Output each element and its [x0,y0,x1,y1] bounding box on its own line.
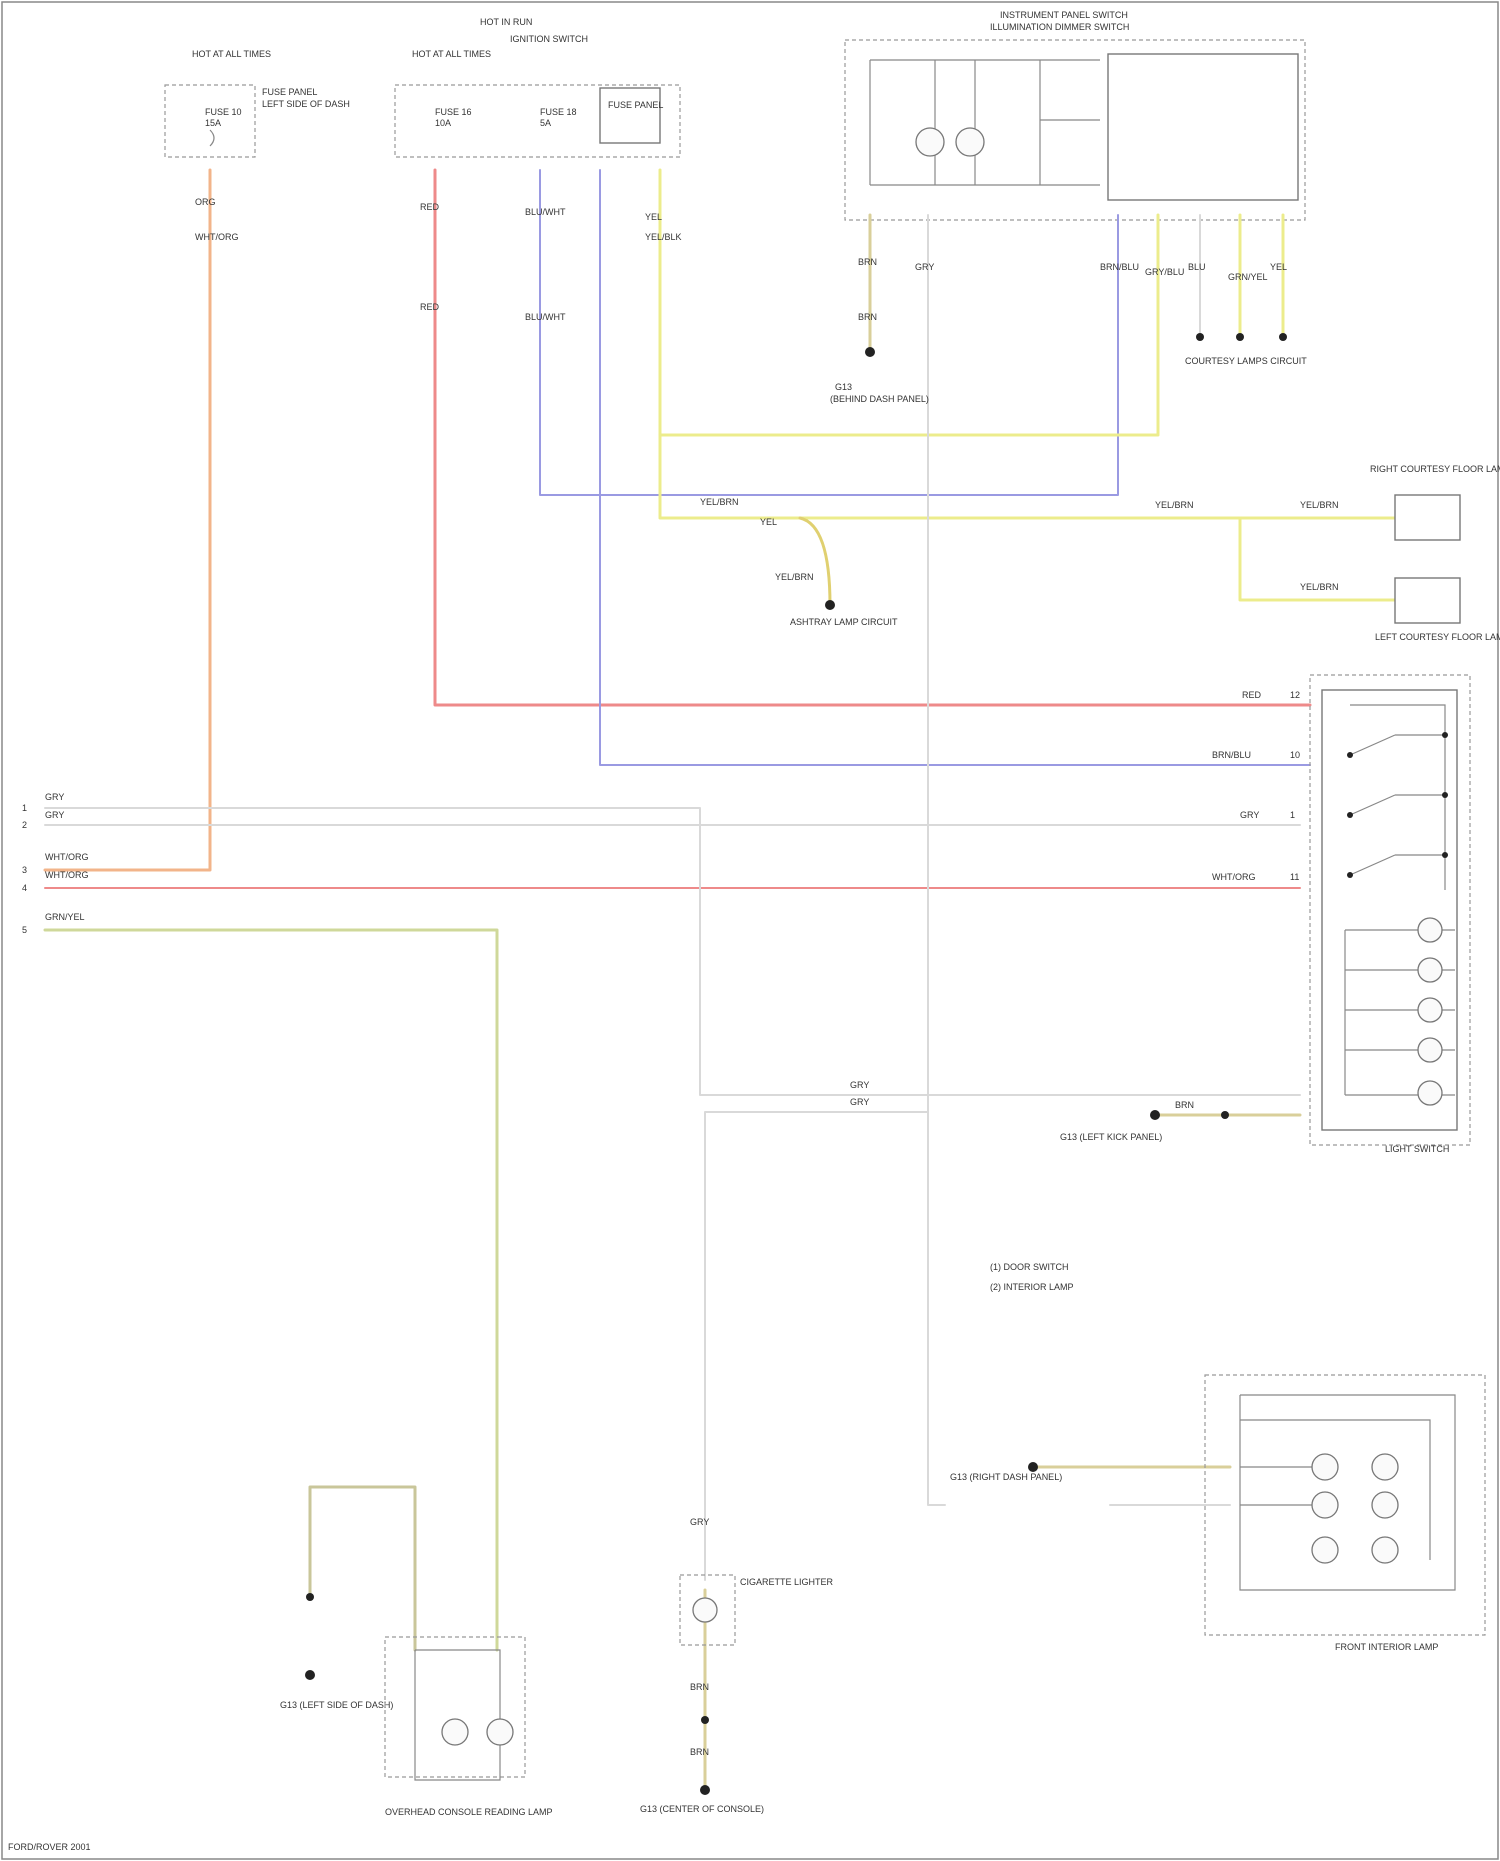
fuse-box-1-title: HOT AT ALL TIMES [192,49,271,59]
left-pin-4: 4 [22,883,27,893]
wire-label-bottom-brn: BRN [1175,1100,1194,1110]
wire-label-blue-top: BLU/WHT [525,207,566,217]
left-pin-4-label: WHT/ORG [45,870,89,880]
switch-wire-red: RED [1242,690,1262,700]
switch-pin-1: 12 [1290,690,1300,700]
left-pin-1-label: GRY [45,792,64,802]
left-pin-2: 2 [22,820,27,830]
switch-lamp-1 [1418,918,1442,942]
wire-label-yel-drop: YEL/BRN [775,572,814,582]
cig-wire-top: GRY [690,1517,709,1527]
wire-label-yellow-h1: YEL/BRN [700,497,739,507]
interior-lamp-4 [1372,1492,1398,1518]
wire-label-dimmer-2: BLU [1188,262,1206,272]
overhead-lamp-bulb-1 [442,1719,468,1745]
legend-item-2: (2) INTERIOR LAMP [990,1282,1074,1292]
cig-wire-2: BRN [690,1747,709,1757]
front-interior-lamp-label: FRONT INTERIOR LAMP [1335,1642,1438,1652]
footer-label: FORD/ROVER 2001 [8,1842,91,1852]
ground-2-label: G13 (LEFT KICK PANEL) [1060,1132,1162,1142]
wire-label-orange-top: ORG [195,197,216,207]
wire-label-yellow-top: YEL [645,212,662,222]
fuse-panel-note: FUSE PANEL [608,100,663,110]
overhead-lamp-label: OVERHEAD CONSOLE READING LAMP [385,1807,553,1817]
right-footwell-lamp-label: RIGHT COURTESY FLOOR LAMP [1370,464,1500,474]
switch-lamp-2 [1418,958,1442,982]
switch-wire-gry: GRY [1240,810,1259,820]
wire-label-blue-mid: BRN/BLU [1100,262,1139,272]
cig-wire-1: BRN [690,1682,709,1692]
wire-label-dimmer-3: GRN/YEL [1228,272,1268,282]
wire-label-yellow-h4: YEL/BRN [1300,500,1339,510]
courtesy-circuit-label: COURTESY LAMPS CIRCUIT [1185,356,1307,366]
fuse-1-label: FUSE 10 [205,107,242,117]
wire-label-yellow-vertical: YEL/BLK [645,232,682,242]
switch-pin-3: 1 [1290,810,1295,820]
left-footwell-lamp-label: LEFT COURTESY FLOOR LAMP [1375,632,1500,642]
ground-3-label: G13 (RIGHT DASH PANEL) [950,1472,1062,1482]
fuse-1-amp: 15A [205,118,221,128]
wire-label-blue-vertical: BLU/WHT [525,312,566,322]
switch-pin-4: 11 [1290,872,1299,882]
wire-label-dimmer-4: YEL [1270,262,1287,272]
instrument-lamp-2 [956,128,984,156]
interior-lamp-6 [1372,1537,1398,1563]
wire-label-yellow-h5: YEL/BRN [1300,582,1339,592]
left-pin-5-label: GRN/YEL [45,912,85,922]
switch-pin-2: 10 [1290,750,1300,760]
ashtray-label: ASHTRAY LAMP CIRCUIT [790,617,898,627]
switch-lamp-5 [1418,1081,1442,1105]
wire-label-gray-top: GRY [915,262,934,272]
fuse-2-label: FUSE 16 [435,107,472,117]
switch-lamp-3 [1418,998,1442,1022]
ignition-switch-label: IGNITION SWITCH [510,34,588,44]
interior-lamp-1 [1312,1454,1338,1480]
light-switch-label: LIGHT SWITCH [1385,1144,1449,1154]
left-pin-2-label: GRY [45,810,64,820]
left-pin-3-label: WHT/ORG [45,852,89,862]
fuse-2-amp: 10A [435,118,451,128]
ground-6-label: G13 (CENTER OF CONSOLE) [640,1804,764,1814]
hot-in-run-label: HOT IN RUN [480,17,532,27]
instrument-switch-label: INSTRUMENT PANEL SWITCH [1000,10,1128,20]
wire-label-yellow-h3: YEL/BRN [1155,500,1194,510]
switch-wire-org: WHT/ORG [1212,872,1256,882]
fuse-box-2-title: HOT AT ALL TIMES [412,49,491,59]
left-pin-3: 3 [22,865,27,875]
wire-label-yellow-h2: YEL [760,517,777,527]
cigarette-lighter-symbol [693,1598,717,1622]
ground-1-label: G13 [835,382,852,392]
fuse-3-amp: 5A [540,118,551,128]
legend-item-1: (1) DOOR SWITCH [990,1262,1069,1272]
wire-label-dimmer-1: GRY/BLU [1145,267,1184,277]
wire-label-bottom-gry-1: GRY [850,1080,869,1090]
fuse-note-1: FUSE PANEL [262,87,317,97]
instrument-lamp-1 [916,128,944,156]
overhead-lamp-bulb-2 [487,1719,513,1745]
wire-label-orange-vertical: WHT/ORG [195,232,239,242]
cigarette-lighter-label: CIGARETTE LIGHTER [740,1577,834,1587]
wire-label-gnd-2: BRN [858,312,877,322]
left-pin-5: 5 [22,925,27,935]
interior-lamp-2 [1372,1454,1398,1480]
interior-lamp-3 [1312,1492,1338,1518]
fuse-3-label: FUSE 18 [540,107,577,117]
switch-lamp-4 [1418,1038,1442,1062]
wire-label-red-vertical: RED [420,302,440,312]
left-pin-1: 1 [22,803,27,813]
fuse-note-2: LEFT SIDE OF DASH [262,99,350,109]
wire-label-red-top: RED [420,202,440,212]
wire-label-bottom-gry-2: GRY [850,1097,869,1107]
switch-wire-blu: BRN/BLU [1212,750,1251,760]
dimmer-switch-label: ILLUMINATION DIMMER SWITCH [990,22,1129,32]
interior-lamp-5 [1312,1537,1338,1563]
ground-4-label: G13 (LEFT SIDE OF DASH) [280,1700,393,1710]
ground-1-sub: (BEHIND DASH PANEL) [830,394,929,404]
wire-label-gnd-1: BRN [858,257,877,267]
